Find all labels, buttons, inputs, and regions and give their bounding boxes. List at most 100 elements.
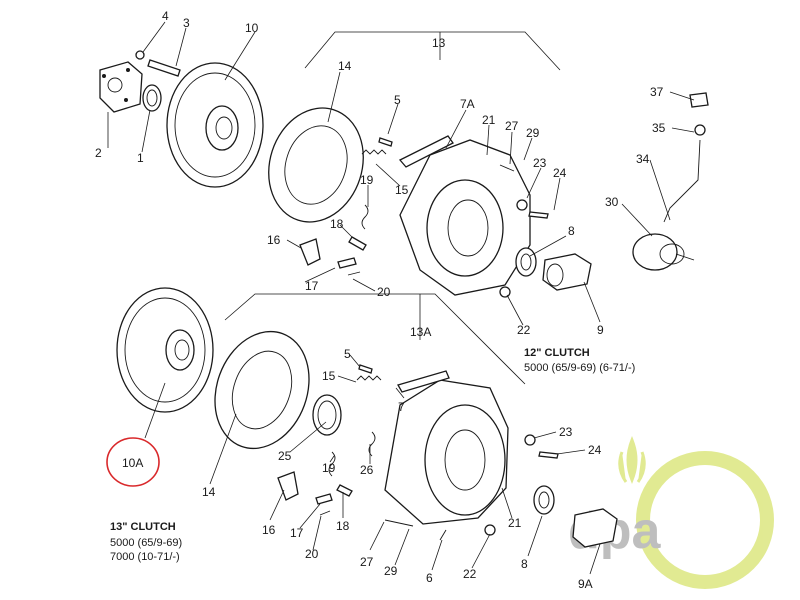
bottom-assembly: [106, 287, 618, 548]
label-18: 18: [330, 217, 344, 231]
label-22-lower: 22: [463, 567, 477, 581]
ring-part-25: [312, 394, 342, 436]
label-21: 21: [482, 113, 496, 127]
sleeve-part-9a: [572, 508, 618, 548]
label-2: 2: [95, 146, 102, 160]
label-15-lower: 15: [322, 369, 336, 383]
callout-13a-bracket: [224, 293, 526, 385]
label-27-lower: 27: [360, 555, 374, 569]
pressure-plate-14: [268, 107, 364, 223]
pin-part-20: [347, 271, 361, 276]
clip-part-16-lower: [277, 471, 299, 501]
spring-part-19: [361, 204, 369, 230]
bearing-part-8-lower: [533, 485, 555, 515]
label-10: 10: [245, 21, 259, 35]
label-8-lower: 8: [521, 557, 528, 571]
clutch-cover-21: [399, 139, 531, 296]
captions: 12" CLUTCH 5000 (65/9-69) (6-71/-) 13" C…: [110, 347, 635, 563]
label-15: 15: [395, 183, 409, 197]
logo-wheat-icon: [618, 435, 646, 485]
nut-part-22-lower: [484, 524, 496, 536]
bolt-part-24: [528, 211, 549, 219]
caption-12-clutch-models: 5000 (65/9-69) (6-71/-): [524, 362, 635, 374]
label-19-lower: 19: [322, 461, 336, 475]
spring-part-26: [368, 431, 376, 457]
seal-part-1: [142, 84, 162, 112]
label-24: 24: [553, 166, 567, 180]
caption-12-clutch-title: 12" CLUTCH: [524, 347, 590, 359]
logo-tractor-icon: [678, 491, 723, 521]
spring-part-15-lower: [356, 375, 382, 381]
clip-part-16: [299, 238, 321, 266]
label-3: 3: [183, 16, 190, 30]
labels-top: 4 3 10 2 1 13 14 5 7A 21 27 29 23 24 15 …: [95, 9, 666, 337]
label-21-lower: 21: [508, 516, 522, 530]
label-14-lower: 14: [202, 485, 216, 499]
labels-bottom: 10A 13A 5 15 7 25 19 26 14 16 17 18 20 2…: [122, 325, 602, 591]
label-5: 5: [394, 93, 401, 107]
label-19: 19: [360, 173, 374, 187]
label-8: 8: [568, 224, 575, 238]
wire-part-34: [663, 139, 701, 223]
label-10a: 10A: [122, 456, 143, 470]
leader-lines: [107, 21, 695, 326]
pin-part-20-lower: [319, 510, 331, 516]
bolt-part-27: [499, 164, 515, 172]
lever-part-7: [397, 370, 450, 393]
clutch-cover-21-lower: [384, 379, 509, 525]
label-27: 27: [505, 119, 519, 133]
label-30: 30: [605, 195, 619, 209]
label-17-lower: 17: [290, 526, 304, 540]
label-5-lower: 5: [344, 347, 351, 361]
label-16-lower: 16: [262, 523, 276, 537]
label-9a: 9A: [578, 577, 593, 591]
label-13a: 13A: [410, 325, 431, 339]
callout-13-bracket: [304, 31, 561, 71]
pressure-plate-14-lower: [214, 330, 310, 450]
label-4: 4: [162, 9, 169, 23]
caption-13-clutch-title: 13" CLUTCH: [110, 521, 176, 533]
bearing-part-8: [515, 247, 537, 277]
label-24-lower: 24: [588, 443, 602, 457]
label-20-lower: 20: [305, 547, 319, 561]
label-6: 6: [426, 571, 433, 585]
switch-part-37: [689, 92, 709, 108]
label-26: 26: [360, 463, 374, 477]
label-23: 23: [533, 156, 547, 170]
label-22: 22: [517, 323, 531, 337]
nut-part-23: [516, 199, 528, 211]
bolt-part-27-lower: [384, 519, 414, 527]
clutch-disc-10: [166, 62, 264, 188]
label-9: 9: [597, 323, 604, 337]
spring-part-19-lower: [328, 451, 336, 477]
bolt-part-18-lower: [336, 484, 353, 497]
label-18-lower: 18: [336, 519, 350, 533]
highlight-circle-10a: [106, 437, 160, 487]
label-25: 25: [278, 449, 292, 463]
label-34: 34: [636, 152, 650, 166]
lever-part-7a: [398, 135, 454, 168]
bolt-part-3: [135, 50, 181, 77]
pin-part-17: [337, 257, 357, 269]
label-35: 35: [652, 121, 666, 135]
nut-part-35: [694, 124, 706, 136]
label-29-lower: 29: [384, 564, 398, 578]
label-14: 14: [338, 59, 352, 73]
label-7a: 7A: [460, 97, 475, 111]
nut-part-22: [499, 286, 511, 298]
bolt-part-24-lower: [538, 451, 559, 459]
label-16: 16: [267, 233, 281, 247]
logo-green-ring: [636, 451, 774, 589]
label-13: 13: [432, 36, 446, 50]
label-7: 7: [398, 400, 405, 414]
label-37: 37: [650, 85, 664, 99]
nut-part-23-lower: [524, 434, 536, 446]
sleeve-part-9: [542, 253, 592, 291]
pin-part-6: [439, 529, 447, 541]
hub-part-2: [99, 61, 143, 113]
top-assembly: [99, 31, 709, 298]
label-17: 17: [305, 279, 319, 293]
label-23-lower: 23: [559, 425, 573, 439]
label-29: 29: [526, 126, 540, 140]
release-bearing-30: [632, 233, 695, 271]
